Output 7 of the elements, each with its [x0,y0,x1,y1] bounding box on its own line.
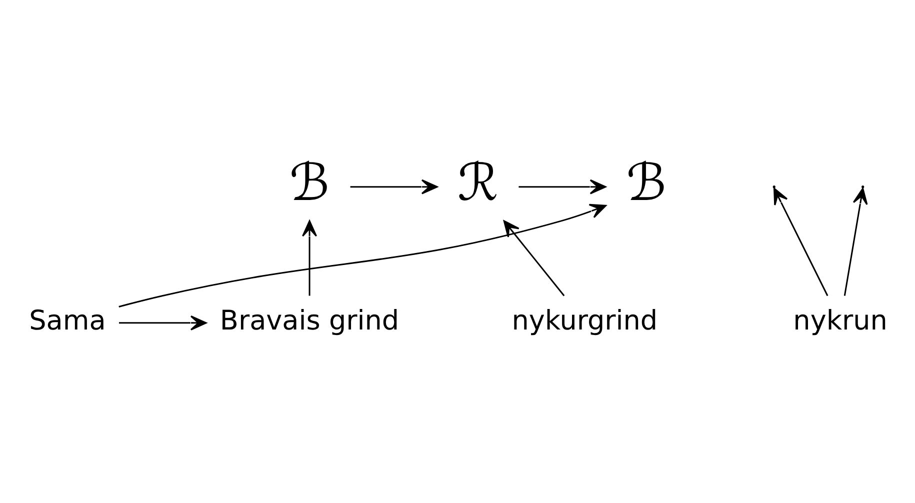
node-text: Sama [28,306,106,337]
node-text: nykrun [792,306,887,337]
node-text: Bravais grind [219,306,399,337]
node-text: ℬ [626,154,666,213]
node-text: nykurgrind [511,306,658,337]
node-text: ℛ [457,154,498,213]
node-text: ℬ [288,154,330,213]
